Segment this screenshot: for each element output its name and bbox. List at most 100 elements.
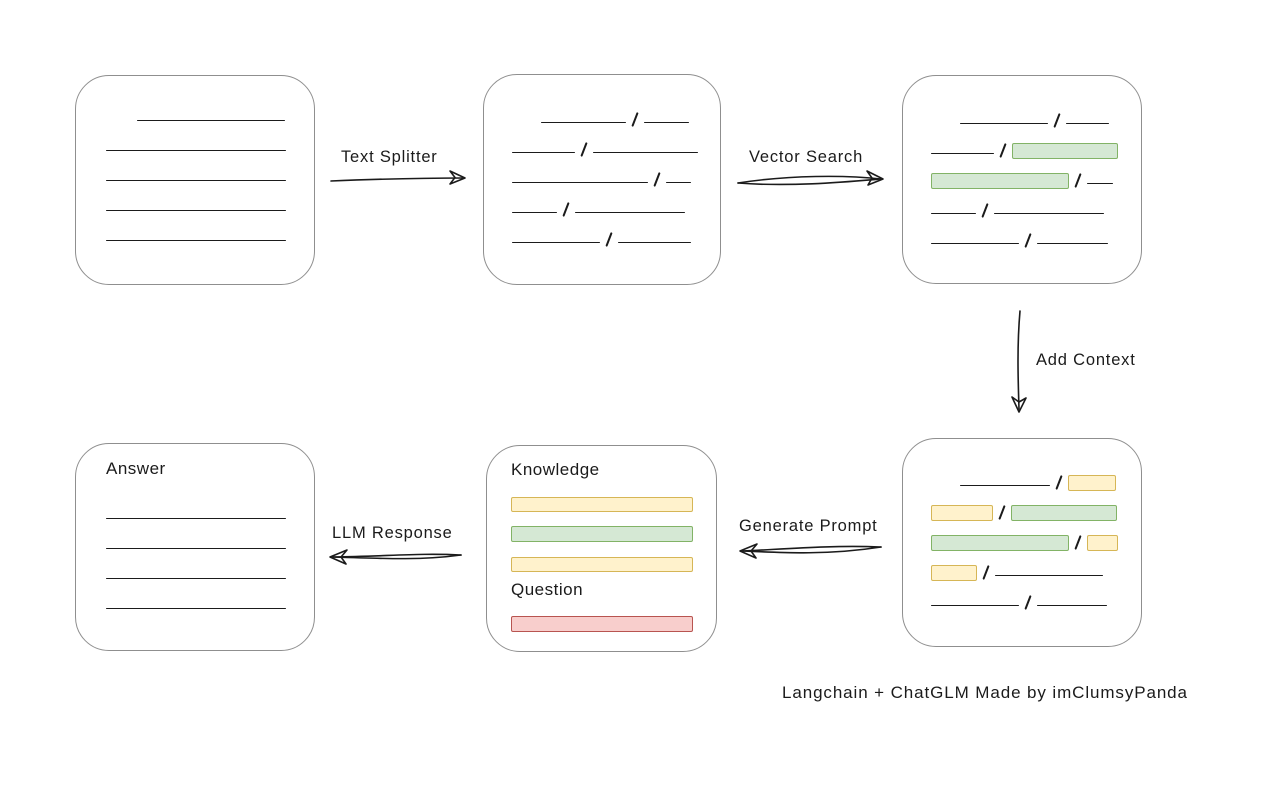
text-line [618,242,692,243]
chunk-row [76,139,314,156]
node-split-chunks [483,74,721,285]
slash-separator [1053,113,1061,128]
text-line [931,153,994,154]
slash-separator [562,202,570,217]
context-chunks-rows [903,474,1141,624]
chunk-row [76,109,314,126]
text-line [137,120,285,121]
text-line [106,180,286,181]
slash-separator [1024,595,1032,610]
chunk-row [903,564,1141,581]
knowledge-label: Knowledge [511,460,600,479]
text-line [106,210,286,211]
yellow-chunk-highlight [1087,535,1119,551]
text-line [931,605,1019,606]
chunk-row [903,504,1141,521]
text-line [106,548,286,549]
text-line [931,243,1019,244]
chunk-row [76,597,314,614]
node-answer: Answer [75,443,315,651]
slash-separator [605,232,613,247]
text-line [593,152,699,153]
chunk-row [484,231,720,248]
node-vector-matches [902,75,1142,284]
text-line [1066,123,1110,124]
chunk-row [76,199,314,216]
text-line [512,182,648,183]
answer-lines [76,507,314,627]
green-chunk-highlight [1011,505,1118,521]
chunk-row [903,202,1141,219]
slash-separator [999,143,1007,158]
chunk-row [903,594,1141,611]
slash-separator [1074,535,1082,550]
chunk-row [903,232,1141,249]
arrow-vector-search [737,170,884,186]
text-line [644,122,690,123]
node-context-chunks [902,438,1142,647]
chunk-row [903,534,1141,551]
slash-separator [1074,173,1082,188]
chunk-row [484,201,720,218]
chunk-row [484,171,720,188]
chunk-row [903,172,1141,189]
slash-separator [1024,233,1032,248]
text-line [106,150,286,151]
chunk-row [903,142,1141,159]
chunk-row [484,141,720,158]
text-line [960,123,1048,124]
text-line [1087,183,1114,184]
vector-matches-rows [903,112,1141,262]
prompt-bars [487,446,716,651]
text-line [106,608,286,609]
slash-separator [653,172,661,187]
knowledge-bar-3 [511,557,693,572]
green-chunk-highlight [931,173,1069,189]
yellow-chunk-highlight [931,505,993,521]
text-line [106,240,286,241]
text-line [960,485,1050,486]
chunk-row [903,112,1141,129]
label-text-splitter: Text Splitter [341,148,438,166]
text-line [541,122,626,123]
answer-label: Answer [106,459,166,478]
knowledge-bar-2 [511,526,693,542]
chunk-row [76,169,314,186]
green-chunk-highlight [1012,143,1119,159]
slash-separator [1055,475,1063,490]
node-prompt: Knowledge Question [486,445,717,652]
credit-caption: Langchain + ChatGLM Made by imClumsyPand… [782,683,1188,702]
knowledge-bar-1 [511,497,693,512]
text-line [1037,605,1108,606]
arrow-add-context [1011,310,1027,413]
slash-separator [998,505,1006,520]
slash-separator [580,142,588,157]
text-line [994,213,1105,214]
label-generate-prompt: Generate Prompt [739,517,878,535]
chunk-row [76,567,314,584]
split-chunks-rows [484,111,720,261]
text-line [995,575,1104,576]
text-line [575,212,686,213]
arrow-generate-prompt [739,543,882,559]
node-source-document [75,75,315,285]
slash-separator [631,112,639,127]
green-chunk-highlight [931,535,1069,551]
chunk-row [76,229,314,246]
label-llm-response: LLM Response [332,524,453,542]
text-line [512,212,557,213]
text-line [666,182,692,183]
slash-separator [982,565,990,580]
text-line [931,213,976,214]
yellow-chunk-highlight [1068,475,1117,491]
question-label: Question [511,580,584,599]
arrow-llm-response [329,549,462,565]
source-document-lines [76,109,314,259]
slash-separator [981,203,989,218]
text-line [1037,243,1109,244]
chunk-row [76,537,314,554]
label-add-context: Add Context [1036,351,1136,369]
chunk-row [76,507,314,524]
text-line [106,518,286,519]
